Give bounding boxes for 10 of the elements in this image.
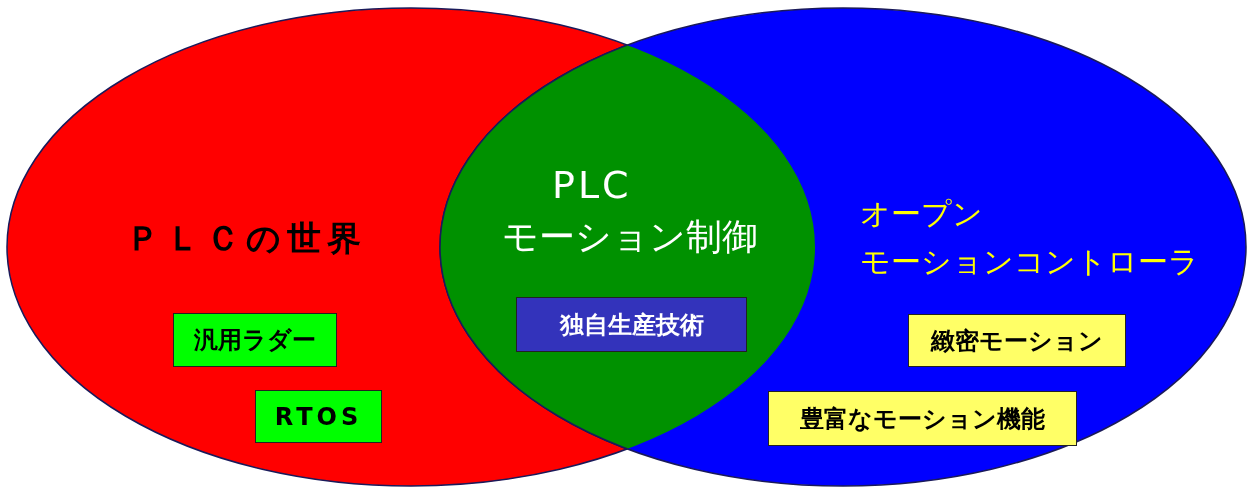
region-heading: モーション制御: [502, 215, 758, 259]
feature-label: 汎用ラダー: [173, 313, 337, 367]
region-heading: ＰＬＣの世界: [126, 217, 367, 260]
region-heading: モーションコントローラ: [860, 243, 1199, 281]
region-heading: PLC: [552, 163, 632, 207]
region-heading: オープン: [860, 195, 983, 233]
feature-label: 独自生産技術: [516, 297, 747, 352]
feature-label: RTOS: [255, 390, 382, 443]
feature-label: 緻密モーション: [908, 314, 1126, 367]
feature-label: 豊富なモーション機能: [768, 391, 1077, 446]
